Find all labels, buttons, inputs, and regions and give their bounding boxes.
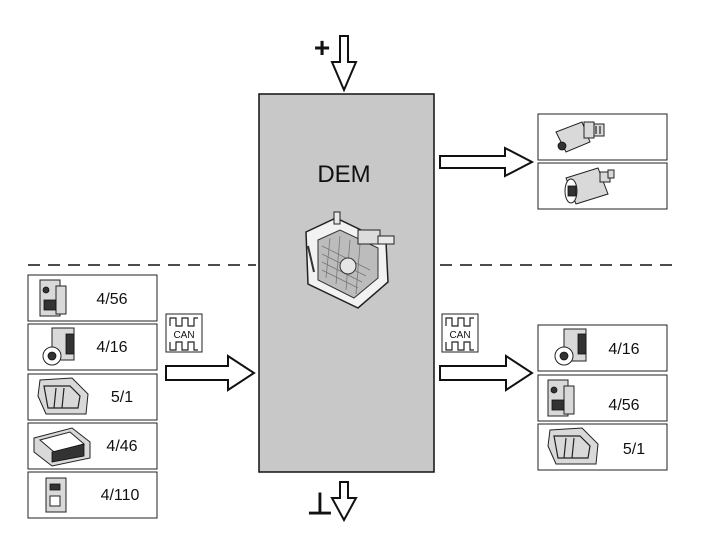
can-input-arrow <box>165 354 256 392</box>
pressure-sensor-icon <box>555 121 605 153</box>
connector-module-icon <box>45 477 67 513</box>
left-item-5: 4/110 <box>27 471 158 519</box>
left-item-4: 4/46 <box>27 422 158 470</box>
can-output-arrow <box>439 354 534 392</box>
actuator-output-arrow <box>439 146 535 178</box>
right-bottom-item-2: 4/56 <box>537 374 668 422</box>
right-item-label: 4/56 <box>608 397 639 414</box>
dem-device-icon <box>305 211 395 309</box>
relay-valve-icon <box>554 328 587 366</box>
svg-text:CAN: CAN <box>449 330 470 341</box>
right-bottom-item-1: 4/16 <box>537 324 668 372</box>
right-bottom-item-3: 5/1 <box>537 423 668 471</box>
left-item-label: 4/56 <box>96 291 127 308</box>
left-item-3: 5/1 <box>27 373 158 421</box>
right-top-item-1 <box>537 113 668 161</box>
control-unit-icon <box>33 427 91 467</box>
can-bus-icon-right: CAN <box>441 313 479 353</box>
left-item-label: 4/46 <box>106 438 137 455</box>
right-top-item-2 <box>537 162 668 210</box>
right-actuator-list <box>537 113 668 210</box>
right-component-list: 4/16 4/56 5/1 <box>537 324 668 471</box>
left-item-label: 5/1 <box>111 389 133 406</box>
left-item-label: 4/110 <box>101 487 140 504</box>
battery-module-icon <box>547 379 575 417</box>
can-bus-icon-left: CAN <box>165 313 203 353</box>
solenoid-valve-icon <box>564 167 615 205</box>
ground-symbol: ⊥ <box>307 488 333 521</box>
right-item-label: 5/1 <box>623 441 645 458</box>
svg-text:CAN: CAN <box>173 330 194 341</box>
ground-arrow <box>330 481 358 523</box>
left-item-2: 4/16 <box>27 323 158 371</box>
relay-valve-icon <box>42 327 75 366</box>
left-item-1: 4/56 <box>27 274 158 322</box>
actuator-housing-icon <box>547 427 599 465</box>
power-plus-symbol: + <box>314 32 330 63</box>
power-input-arrow <box>330 35 358 93</box>
left-component-list: 4/56 4/16 5/1 <box>27 274 158 519</box>
right-item-label: 4/16 <box>608 341 639 358</box>
battery-module-icon <box>39 279 67 317</box>
dem-label: DEM <box>317 161 370 188</box>
actuator-housing-icon <box>37 377 89 415</box>
left-item-label: 4/16 <box>96 339 127 356</box>
